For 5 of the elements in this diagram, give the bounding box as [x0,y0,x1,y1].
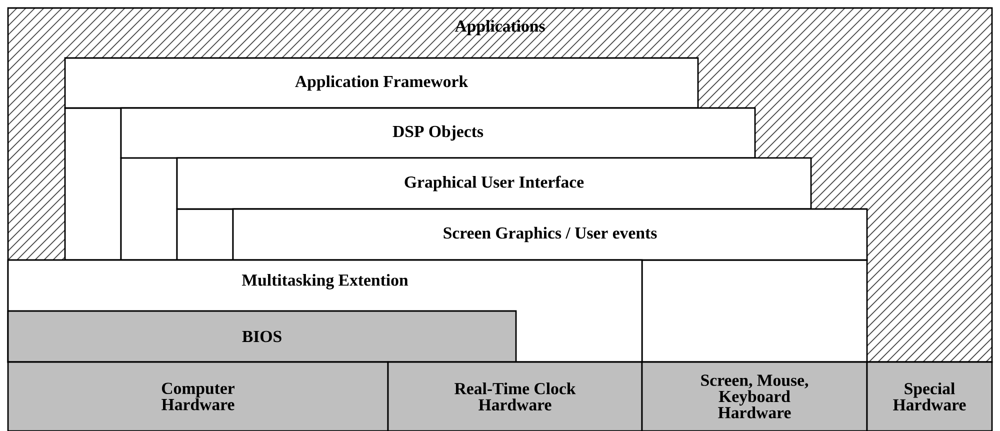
layer-box: BIOS [7,310,517,363]
layer-box: Computer Hardware [7,361,389,431]
layer-box: Special Hardware [866,361,993,431]
layer-box: Screen, Mouse, Keyboard Hardware [641,361,868,431]
layer-box: Real-Time Clock Hardware [387,361,643,431]
